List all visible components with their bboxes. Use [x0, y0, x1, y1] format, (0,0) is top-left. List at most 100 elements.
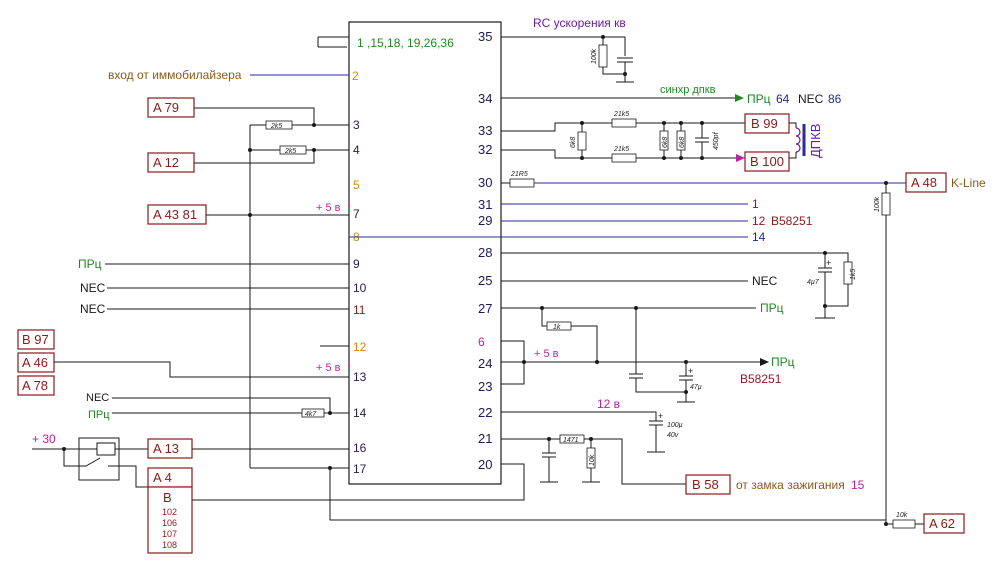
- connector-b-108: 108: [162, 540, 177, 550]
- pin-20: 20: [478, 457, 492, 472]
- ecu-block: [348, 21, 502, 485]
- pin-21: 21: [478, 431, 492, 446]
- pin-27: 27: [478, 301, 492, 316]
- pin-22: 22: [478, 405, 492, 420]
- resistor-21k5-a: [611, 118, 637, 128]
- nec-pin25-label: NEC: [752, 274, 778, 288]
- wire-pin-33: [501, 122, 612, 132]
- pin-11: 11: [353, 303, 366, 317]
- connector-a48: [905, 172, 947, 193]
- resistor-100k-top: [598, 44, 608, 68]
- pin-9: 9: [353, 257, 360, 271]
- resistor-6k8-label: 6k8: [570, 137, 577, 148]
- pin-3: 3: [353, 118, 360, 132]
- resistor-21r5-label: 21R5: [510, 171, 528, 178]
- connector-a78: [17, 375, 55, 396]
- plus5v-pin24-label: + 5 в: [534, 348, 559, 360]
- wire-a62: [329, 468, 886, 521]
- pin-14: 14: [353, 406, 367, 420]
- pin-12: 12: [353, 340, 367, 354]
- connector-b97: [17, 329, 55, 350]
- connector-b-102: 102: [162, 507, 177, 517]
- connector-b58: [685, 474, 731, 495]
- prc-pin9-label: ПРц: [78, 257, 102, 271]
- nec-pin14-label: NEC: [86, 392, 109, 404]
- pin-33: 33: [478, 123, 492, 138]
- num-15-label: 15: [851, 478, 865, 492]
- resistor-100k-top-label: 100k: [591, 48, 598, 64]
- rc-label: RC ускорения кв: [533, 16, 626, 30]
- sensor-coil-icon: [789, 122, 806, 159]
- arrow-left-icon: [736, 154, 745, 162]
- pin-6: 6: [478, 335, 485, 349]
- connector-a48-label: A 48: [911, 175, 937, 190]
- connector-b: [147, 486, 193, 554]
- resistor-10k-vertical-label: 10k: [589, 454, 596, 466]
- pin31-out-label: 1: [752, 197, 759, 211]
- resistor-100k-right-label: 100k: [874, 196, 881, 212]
- kline-label: K-Line: [951, 176, 986, 190]
- connector-a13-label: A 13: [153, 441, 179, 456]
- connector-b-106: 106: [162, 518, 177, 528]
- pin-7: 7: [353, 207, 360, 221]
- capacitor-4u7-label: 4µ7: [807, 279, 820, 286]
- pin-4: 4: [353, 143, 360, 157]
- connector-b97-label: B 97: [22, 332, 49, 347]
- resistor-r4k7-label: 4k7: [305, 411, 317, 418]
- sync-label: синхр дпкв: [660, 84, 716, 96]
- resistor-r4-label: 2k5: [284, 148, 296, 155]
- pin-17: 17: [353, 462, 367, 476]
- connector-a79-label: A 79: [153, 100, 179, 115]
- num-86-label: 86: [828, 92, 842, 106]
- pin-10: 10: [353, 281, 367, 295]
- pin-2: 2: [352, 69, 359, 83]
- prc-pin34-label: ПРц: [747, 92, 771, 106]
- dpkv-label: ДПКВ: [808, 124, 823, 158]
- plus30-label: + 30: [32, 432, 56, 446]
- pin-30: 30: [478, 175, 492, 190]
- connector-b58-label: B 58: [692, 477, 719, 492]
- pin-5: 5: [353, 178, 360, 192]
- pin-31: 31: [478, 197, 492, 212]
- pin-16: 16: [353, 441, 367, 455]
- resistor-100k-right: [881, 192, 891, 216]
- resistor-r3-label: 2k5: [270, 123, 282, 130]
- prc-pin14-label: ПРц: [88, 409, 110, 421]
- connector-b100: [744, 151, 790, 172]
- capacitor-100u-label: 100µ: [667, 422, 683, 429]
- connector-a62-label: A 62: [929, 516, 955, 531]
- ignition-label: от замка зажигания: [736, 478, 845, 492]
- pin-25: 25: [478, 273, 492, 288]
- svg-text:+: +: [826, 258, 831, 268]
- junction: [312, 123, 316, 127]
- pin8-out-label: 14: [752, 230, 766, 244]
- svg-text:+: +: [658, 411, 663, 421]
- pin-23: 23: [478, 379, 492, 394]
- right-pin-numbers: 35 34 33 32 30 31 29 28 25 27 6 24 23 22…: [478, 29, 492, 472]
- wire-a12: [194, 150, 315, 164]
- pin-13: 13: [353, 370, 367, 384]
- pin29-out-label: 12: [752, 214, 766, 228]
- resistor-21r5: [509, 178, 535, 188]
- resistor-21k5-b: [611, 153, 637, 163]
- capacitor-450pf-label: 450pf: [713, 131, 720, 150]
- connector-a46-label: A 46: [22, 355, 48, 370]
- wire-a79: [194, 107, 315, 125]
- v12-label: 12 в: [597, 397, 620, 411]
- capacitor-47u-label: 47µ: [690, 384, 702, 391]
- relay-contact: [63, 449, 101, 467]
- plus5v-pin7-label: + 5 в: [316, 202, 341, 214]
- b58251-pin29-label: B58251: [771, 214, 813, 228]
- resistor-1k5-label: 1k5: [850, 269, 857, 280]
- num-64-label: 64: [776, 92, 790, 106]
- pin-34: 34: [478, 91, 492, 106]
- pin-35: 35: [478, 29, 492, 44]
- wire-pin-13: [54, 361, 349, 378]
- wire-pin-28: [501, 252, 849, 262]
- arrow-right-icon: [760, 358, 769, 366]
- resistor-10k-horizontal-label: 10k: [896, 512, 908, 519]
- connector-a62: [923, 513, 965, 534]
- ground-icon: [317, 36, 349, 48]
